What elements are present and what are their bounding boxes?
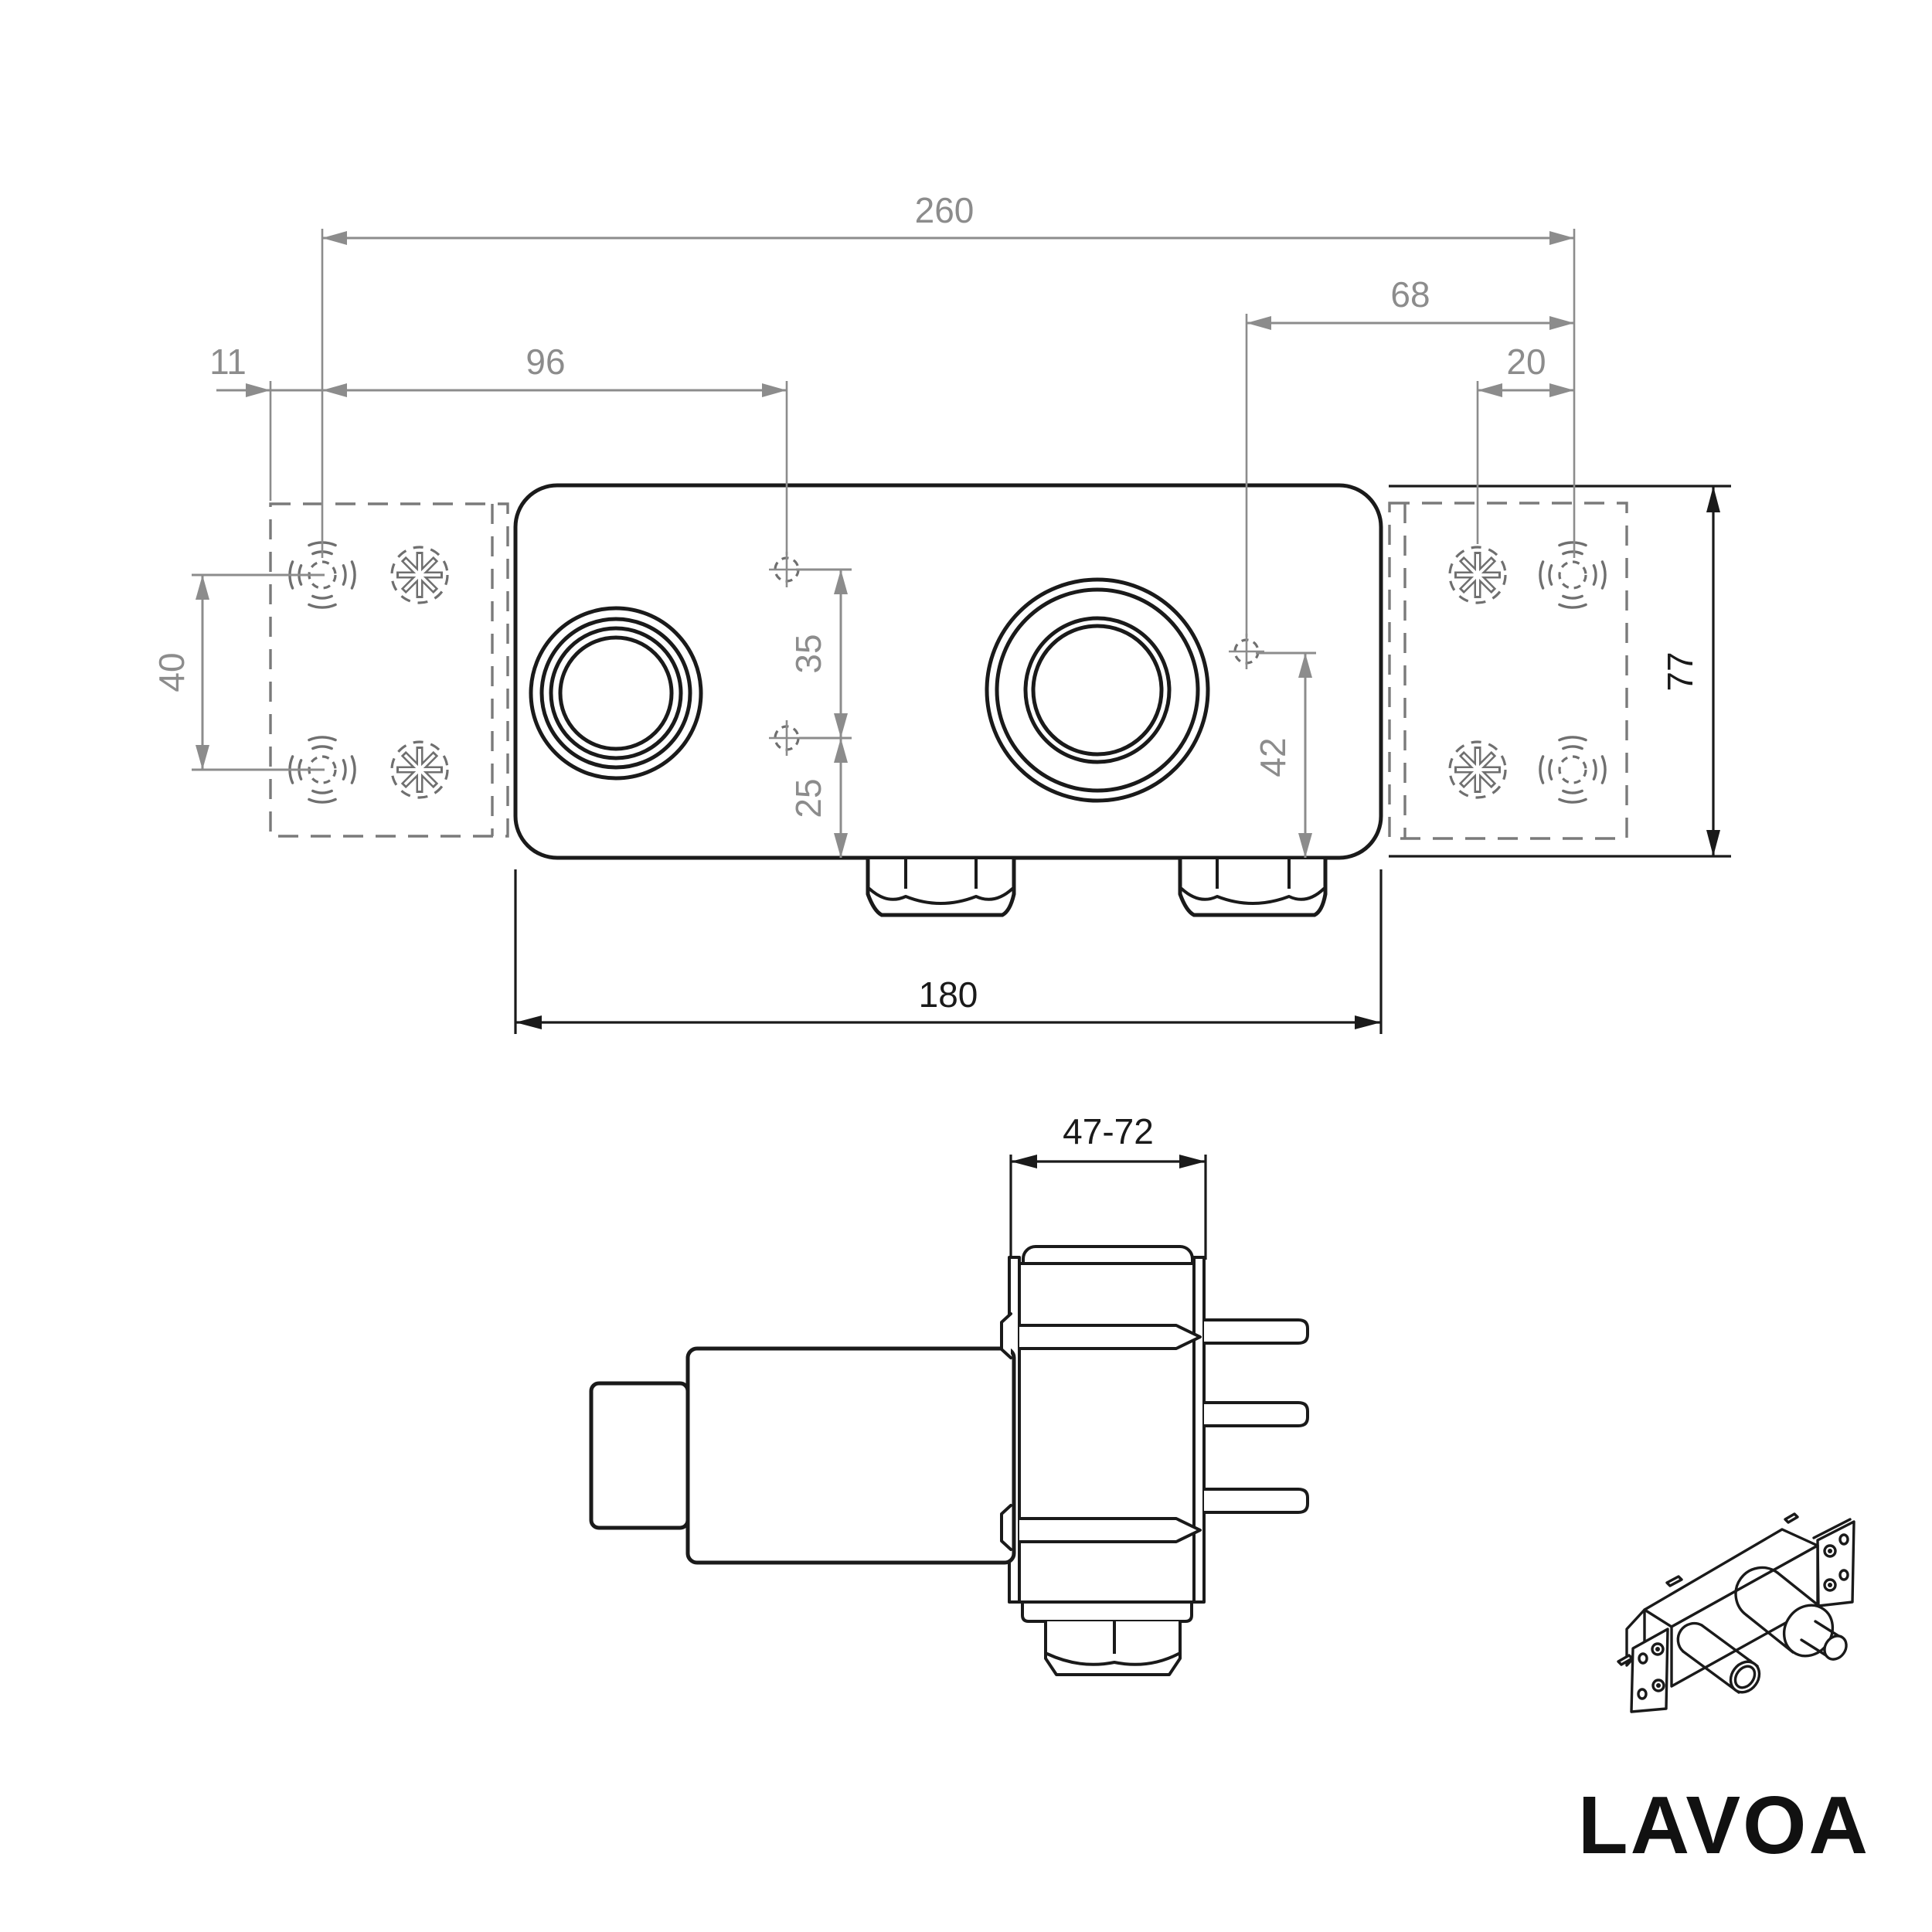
dim-label-77: 77: [1660, 651, 1700, 691]
collar: [1021, 1600, 1193, 1623]
right-bracket-hidden: [1388, 502, 1628, 840]
side-view: 47-72: [589, 1111, 1309, 1676]
dim-label-25: 25: [788, 778, 828, 818]
pipe-bottom: [1202, 1488, 1309, 1514]
dimension-68: 68: [1247, 274, 1574, 330]
dim-label-11: 11: [209, 342, 247, 382]
clip-bottom: [1000, 1504, 1012, 1551]
pipe-middle: [1202, 1401, 1309, 1427]
dimension-42: 42: [1253, 651, 1316, 858]
iso-left-plate: [1630, 1628, 1669, 1713]
spout-body: [685, 1346, 1016, 1565]
hex-nut-right: [1178, 857, 1328, 917]
dimension-180: 180: [514, 869, 1383, 1034]
dimension-20: 20: [1478, 342, 1574, 397]
spout-tip: [589, 1381, 690, 1530]
wall-plate-back: [1192, 1256, 1206, 1604]
iso-cylinder: [1734, 1566, 1848, 1661]
dim-label-40: 40: [151, 652, 192, 692]
valve-block: [1018, 1262, 1196, 1604]
dim-label-180: 180: [919, 975, 978, 1015]
dim-label-68: 68: [1390, 274, 1430, 315]
gray-dimensions: 260 96 11 68 20: [151, 190, 1576, 858]
isometric-view: [1617, 1512, 1855, 1713]
iso-left-wall: [1625, 1608, 1646, 1667]
dimension-77: 77: [1660, 486, 1720, 856]
right-handle: [985, 577, 1210, 803]
dimension-25: 25: [788, 738, 848, 858]
hex-nut-left: [866, 857, 1016, 917]
dim-label-20: 20: [1506, 342, 1546, 382]
dimension-96: 96: [322, 342, 787, 397]
clip-top: [1000, 1312, 1012, 1359]
supply-cone-bottom: [1018, 1517, 1202, 1543]
face-plate: [513, 483, 1383, 860]
dimension-47-72: 47-72: [1009, 1111, 1207, 1260]
dim-label-35: 35: [788, 634, 828, 673]
iso-pin-left: [1665, 1575, 1683, 1587]
front-view: [269, 483, 1731, 917]
pipe-top: [1202, 1318, 1309, 1345]
dimension-260: 260: [322, 190, 1574, 245]
brand-logo: LAVOA: [1578, 1780, 1870, 1871]
iso-spout-pipe: [1676, 1621, 1761, 1694]
dim-label-260: 260: [915, 190, 975, 230]
black-dimensions: 77 180: [514, 486, 1720, 1034]
dim-label-47-72: 47-72: [1063, 1111, 1154, 1151]
iso-pin-top: [1784, 1512, 1799, 1524]
dim-label-42: 42: [1253, 737, 1293, 777]
supply-cone-top: [1018, 1324, 1202, 1350]
dimension-40: 40: [151, 573, 325, 771]
dimension-11: 11: [209, 342, 322, 397]
side-hex-nut: [1044, 1620, 1182, 1676]
left-bracket-hidden: [269, 502, 509, 838]
dim-label-96: 96: [526, 342, 565, 382]
iso-right-plate: [1812, 1518, 1855, 1607]
dimension-35: 35: [788, 568, 852, 740]
left-handle: [529, 606, 703, 781]
